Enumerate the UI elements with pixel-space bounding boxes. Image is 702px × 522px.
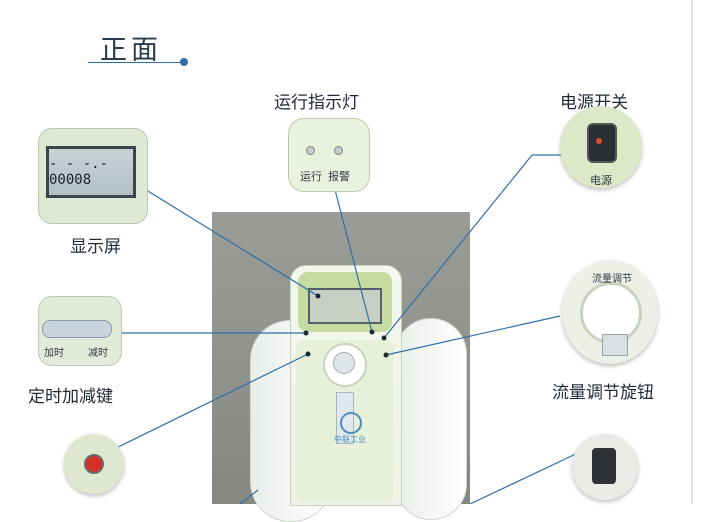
indicator-run-text: 运行 — [300, 170, 322, 183]
humidifier-nozzle-icon — [592, 448, 616, 484]
line-humidifier — [469, 451, 581, 504]
line-display — [129, 179, 319, 297]
alarm-indicator-icon — [334, 146, 343, 155]
title-dot — [180, 58, 188, 66]
flow-knob-stem — [602, 334, 628, 356]
line-power — [383, 154, 533, 339]
line-alarm — [111, 353, 309, 451]
power-switch-text: 电源 — [590, 174, 612, 187]
label-flow: 流量调节旋钮 — [552, 383, 654, 403]
device-right-shell — [395, 318, 467, 520]
timer-plus-text: 加时 — [44, 348, 64, 359]
run-indicator-icon — [306, 146, 315, 155]
indicator-alarm-text: 报警 — [328, 170, 350, 183]
device-brand: 中联工业 — [334, 435, 366, 444]
dot-timer — [303, 330, 309, 336]
line-flow — [385, 315, 561, 356]
dot-power — [381, 335, 387, 341]
device-flow-knob-ring — [323, 343, 367, 387]
dot-alarm — [305, 351, 311, 357]
display-lcd-readout: - - -.- 00008 — [46, 146, 136, 198]
dot-display — [315, 293, 321, 299]
device-flow-knob — [333, 352, 355, 374]
timer-keys — [42, 320, 112, 338]
label-timer: 定时加减键 — [28, 387, 113, 407]
indicator-closeup — [288, 118, 370, 192]
flow-dial-icon — [580, 282, 642, 344]
power-rocker-switch — [587, 123, 617, 163]
line-indicator — [332, 181, 373, 333]
timer-minus-text: 减时 — [88, 348, 108, 359]
red-button-icon — [84, 454, 104, 474]
power-indicator-icon — [596, 138, 602, 144]
line-lower-left — [239, 489, 259, 504]
title-underline — [88, 62, 184, 63]
device-lcd — [308, 288, 382, 324]
flow-panel-text: 流量调节 — [592, 274, 632, 285]
page-right-border — [691, 0, 693, 504]
label-display: 显示屏 — [70, 237, 121, 257]
dot-indicator — [369, 329, 375, 335]
label-indicator: 运行指示灯 — [274, 93, 359, 113]
dot-flow — [383, 352, 389, 358]
page-title: 正面 — [100, 35, 162, 66]
device-logo-icon — [340, 412, 362, 434]
callout-lines — [111, 154, 581, 504]
